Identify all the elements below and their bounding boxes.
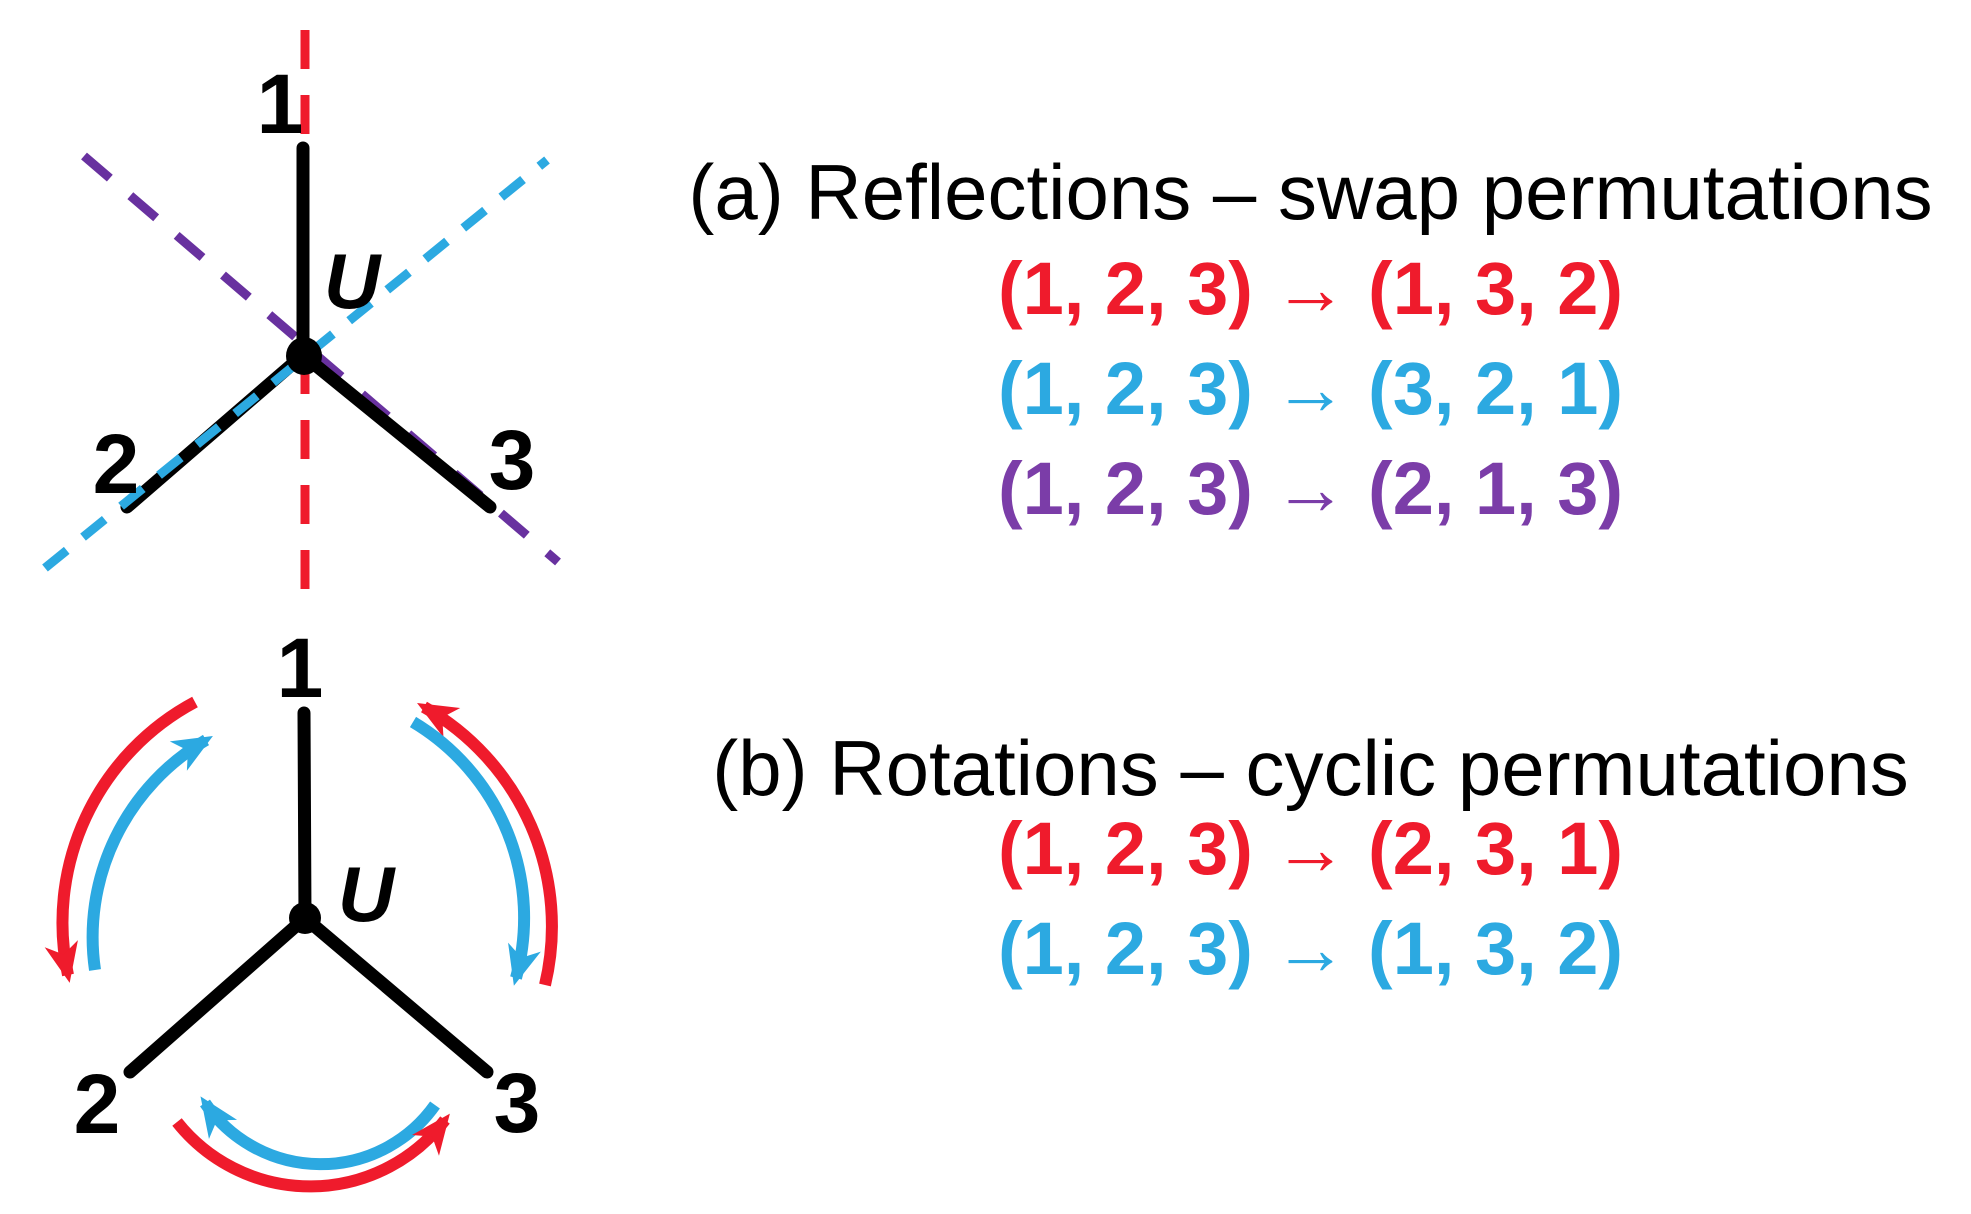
- bottom-tree-vertex-dot: [289, 902, 321, 934]
- top-tree-label-3: 3: [488, 413, 536, 507]
- bottom-tree-branch-1: [297, 706, 312, 925]
- top-tree-label-2: 2: [92, 417, 140, 511]
- bottom-tree-group: [44, 696, 558, 1193]
- reflection-axis-diagonal-blue: [42, 156, 550, 572]
- top-tree-label-1: 1: [256, 57, 304, 151]
- rotation-arrow-red-right: [417, 701, 558, 987]
- bottom-tree-label-2: 2: [73, 1057, 121, 1151]
- rotation-arrow-blue-bottom: [200, 1096, 440, 1171]
- section-a-red-permutation: (1, 2, 3) → (1, 3, 2): [997, 247, 1624, 330]
- top-tree-branch-3: [296, 348, 497, 514]
- rotation-arrow-blue-left: [86, 734, 213, 971]
- bottom-tree-branch-2: [123, 911, 312, 1079]
- section-a-title: (a) Reflections – swap permutations: [688, 148, 1933, 236]
- bottom-tree-label-1: 1: [276, 621, 324, 715]
- rotation-arrow-blue-right: [409, 716, 541, 986]
- top-tree-vertex-label: U: [323, 237, 381, 325]
- bottom-tree-vertex-label: U: [337, 850, 395, 938]
- tree-diagrams: [42, 30, 561, 1193]
- rotation-arrow-red-bottom: [172, 1113, 450, 1193]
- bottom-tree-label-3: 3: [493, 1056, 541, 1150]
- top-tree-vertex-dot: [286, 337, 322, 375]
- section-a-blue-permutation: (1, 2, 3) → (3, 2, 1): [997, 347, 1624, 430]
- section-a-purple-permutation: (1, 2, 3) → (2, 1, 3): [997, 447, 1624, 530]
- annotation-column: (a) Reflections – swap permutations (1, …: [650, 0, 1971, 1214]
- top-tree-group: [42, 30, 561, 590]
- section-b-red-permutation: (1, 2, 3) → (2, 3, 1): [997, 807, 1624, 890]
- rotation-arrow-red-left: [44, 696, 198, 983]
- bottom-tree-branch-3: [298, 911, 494, 1079]
- section-b-blue-permutation: (1, 2, 3) → (1, 3, 2): [997, 907, 1624, 990]
- section-b-title: (b) Rotations – cyclic permutations: [712, 724, 1909, 812]
